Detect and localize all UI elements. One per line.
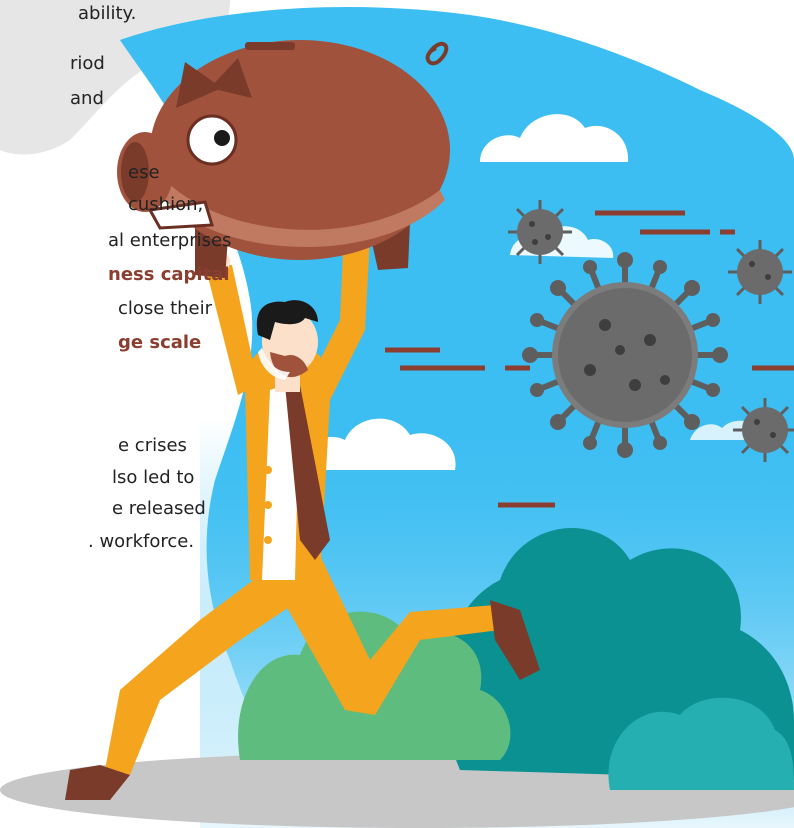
text-fragment: al enterprises <box>108 230 232 251</box>
virus-icon <box>733 398 794 462</box>
cloud-icon <box>480 114 629 162</box>
man-back-leg <box>105 545 330 775</box>
bush-teal <box>608 697 794 790</box>
text-fragment: ese <box>128 162 160 183</box>
shirt-buttons <box>264 466 272 544</box>
virus-icon <box>728 240 792 304</box>
text-fragment-emphasis: ness capital <box>108 264 230 285</box>
text-fragment-emphasis: ge scale <box>118 332 202 353</box>
text-fragment: riod <box>70 53 105 74</box>
text-fragment: . workforce. <box>88 531 195 552</box>
text-fragment: e released <box>112 498 206 519</box>
virus-icon <box>522 252 728 458</box>
text-fragment: e crises <box>118 435 187 456</box>
man-tie <box>285 385 330 560</box>
man-hair <box>256 300 318 340</box>
cloud-icon <box>299 418 456 470</box>
text-fragment: and <box>70 88 104 109</box>
text-fragment: lso led to <box>112 467 195 488</box>
piggy-bank-icon <box>117 40 450 278</box>
text-fragment: ability. <box>78 3 137 24</box>
man-front-shoe <box>490 600 540 680</box>
virus-icon <box>508 200 572 264</box>
man-back-shoe <box>65 765 130 800</box>
face-mask <box>258 348 290 380</box>
man-left-arm <box>205 265 258 395</box>
text-fragment: close their <box>118 298 213 319</box>
man-front-leg <box>260 545 500 715</box>
speed-lines <box>385 210 794 508</box>
text-fragment: cushion, <box>128 194 204 215</box>
